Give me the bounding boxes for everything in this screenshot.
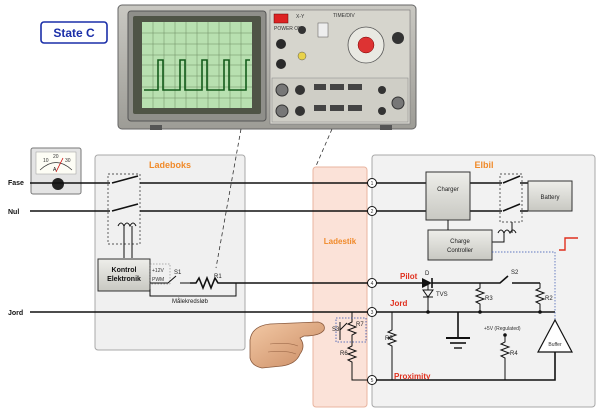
svg-text:Buffer: Buffer <box>548 342 562 348</box>
svg-text:R4: R4 <box>510 351 518 357</box>
svg-text:PWM: PWM <box>152 277 164 283</box>
svg-text:R7: R7 <box>356 322 364 328</box>
ladeboks-title: Ladeboks <box>149 160 191 170</box>
oscilloscope: POWER ON X-Y TIME/DIV <box>117 4 417 130</box>
svg-text:3: 3 <box>371 310 374 316</box>
svg-text:Målekredsløb: Målekredsløb <box>172 298 209 305</box>
svg-text:5: 5 <box>371 378 374 384</box>
ladeboks-contactor <box>107 173 141 258</box>
kontrol-elektronik-box: Kontrol Elektronik <box>97 258 151 292</box>
pwm-waveform <box>144 59 250 91</box>
svg-text:TVS: TVS <box>436 292 448 298</box>
svg-text:State C: State C <box>53 26 95 40</box>
pilot-label: Pilot <box>400 272 418 281</box>
fase-label: Fase <box>8 180 24 187</box>
svg-text:2: 2 <box>371 209 374 215</box>
svg-text:S1: S1 <box>174 270 182 276</box>
svg-text:4: 4 <box>371 281 374 287</box>
ladeboks-section <box>94 154 246 351</box>
svg-text:+5V (Regulated): +5V (Regulated) <box>484 326 521 332</box>
svg-text:D: D <box>425 271 430 277</box>
intensity-knob[interactable] <box>276 39 286 49</box>
svg-text:Battery: Battery <box>540 195 559 201</box>
pin-1 <box>367 178 377 188</box>
power-button[interactable] <box>273 13 289 24</box>
svg-text:Charge: Charge <box>450 239 470 245</box>
variable-knob[interactable] <box>392 32 404 44</box>
svg-text:30: 30 <box>65 158 71 164</box>
ladestik-section <box>312 166 368 408</box>
svg-text:R2: R2 <box>545 296 553 302</box>
jord-signal-label: Jord <box>390 299 407 308</box>
svg-text:R1: R1 <box>214 274 222 280</box>
svg-text:R6: R6 <box>340 351 348 357</box>
svg-text:TIME/DIV: TIME/DIV <box>333 13 355 19</box>
proximity-label: Proximity <box>394 372 431 381</box>
ch2-connector[interactable] <box>275 104 289 118</box>
battery-box: Battery <box>527 180 573 212</box>
trig-in-connector[interactable] <box>391 96 405 110</box>
svg-text:X-Y: X-Y <box>296 14 305 20</box>
elbil-title: Elbil <box>474 160 493 170</box>
svg-text:A: A <box>53 167 57 173</box>
svg-text:20: 20 <box>53 154 59 160</box>
pin-2 <box>367 206 377 216</box>
svg-text:10: 10 <box>43 158 49 164</box>
charger-box: Charger <box>425 171 471 221</box>
svg-text:Elektronik: Elektronik <box>107 276 141 283</box>
svg-text:R5: R5 <box>385 336 393 342</box>
focus-knob[interactable] <box>276 59 286 69</box>
charge-controller-box: Charge Controller <box>427 229 493 261</box>
svg-text:1: 1 <box>371 181 374 187</box>
svg-text:R3: R3 <box>485 296 493 302</box>
svg-text:+12V: +12V <box>152 268 164 274</box>
connector-pins: 1 2 3 4 5 <box>367 178 377 385</box>
holdoff-knob[interactable] <box>297 51 307 61</box>
svg-text:POWER ON: POWER ON <box>274 26 302 32</box>
ch1-connector[interactable] <box>275 83 289 97</box>
pointing-hand <box>249 321 325 369</box>
ch1-volts-knob[interactable] <box>295 85 305 95</box>
position-knob[interactable] <box>298 26 306 34</box>
jord-label: Jord <box>8 310 23 317</box>
svg-text:Kontrol: Kontrol <box>112 267 137 274</box>
ground-symbol <box>446 312 470 349</box>
pin-3 <box>367 307 377 317</box>
svg-text:S2: S2 <box>511 270 519 276</box>
ch2-volts-knob[interactable] <box>295 106 305 116</box>
state-label: State C <box>40 21 108 44</box>
elbil-contactor <box>492 173 523 243</box>
plug-proximity-switch: S3 R7 R6 <box>332 312 368 381</box>
svg-text:Charger: Charger <box>437 187 459 193</box>
svg-text:S3: S3 <box>332 327 340 333</box>
nul-label: Nul <box>8 209 19 216</box>
svg-text:Controller: Controller <box>447 248 473 254</box>
ammeter: 10 20 30 A <box>30 147 82 195</box>
ladestik-title: Ladestik <box>324 237 357 246</box>
